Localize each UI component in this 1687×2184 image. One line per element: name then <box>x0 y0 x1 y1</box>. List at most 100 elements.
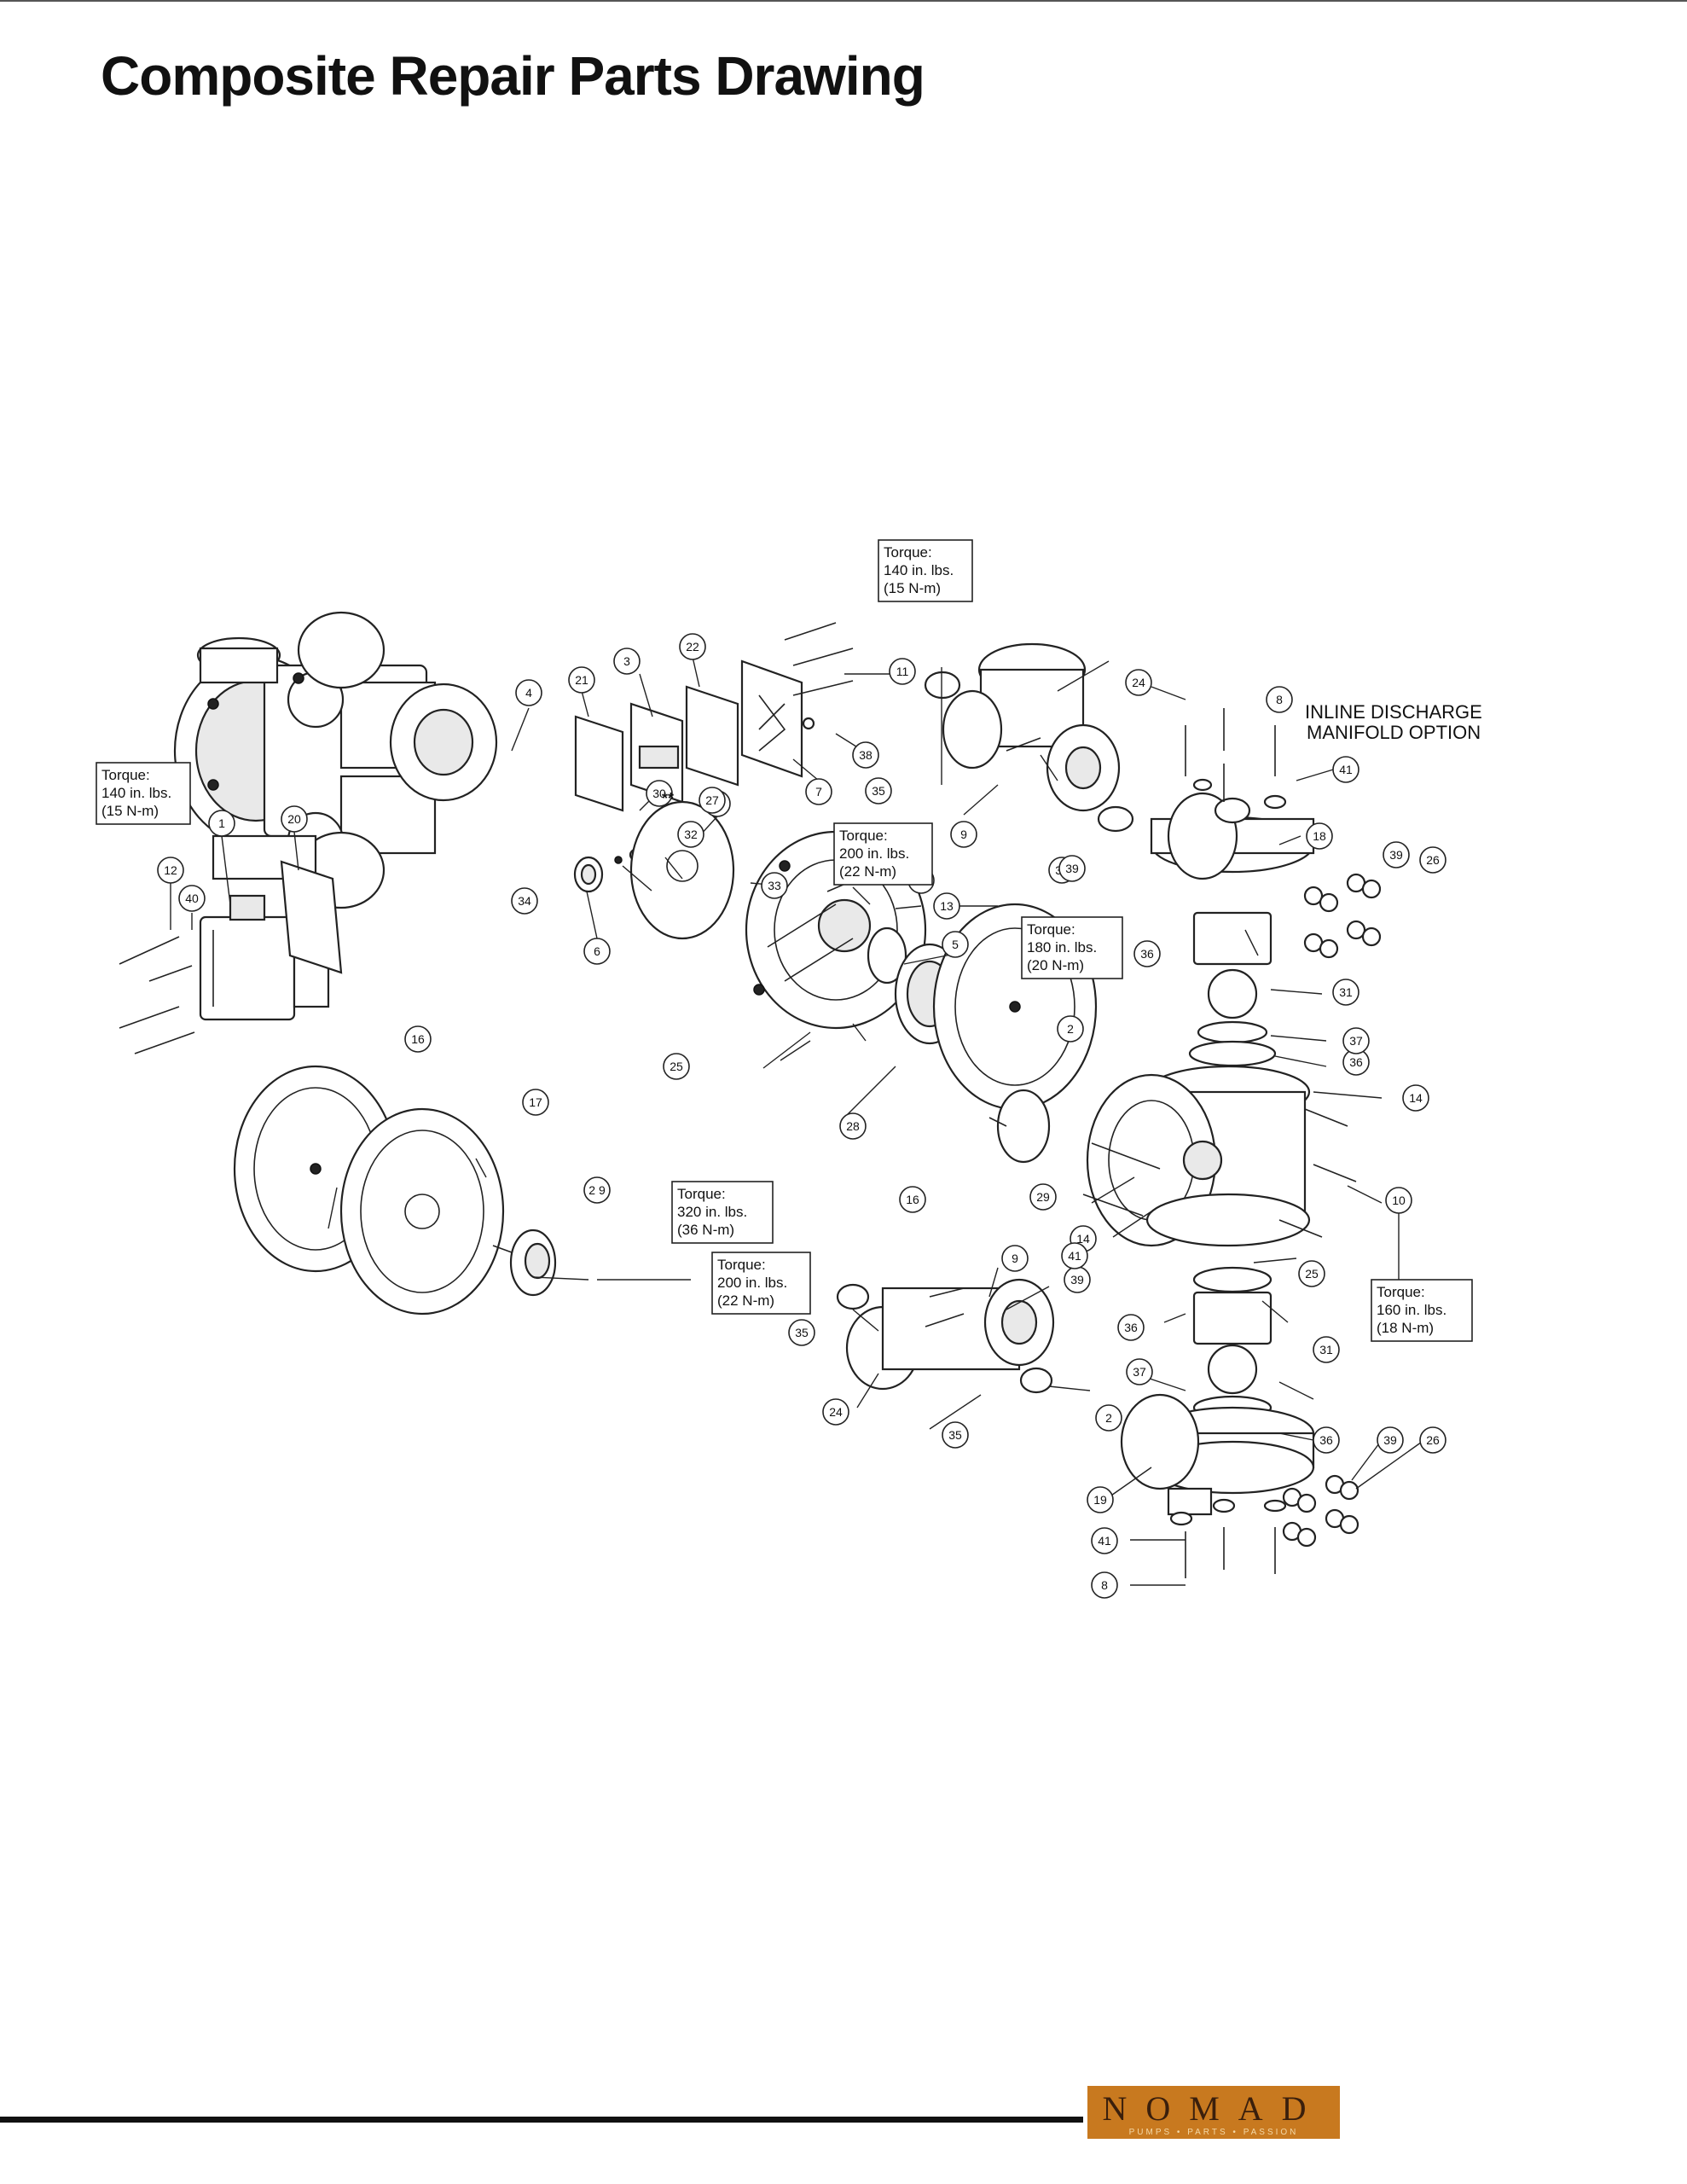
torque-line: Torque: <box>677 1186 726 1202</box>
callout-circle <box>1057 1015 1084 1043</box>
callout-circle <box>839 1112 867 1140</box>
callout-circle <box>515 679 542 706</box>
callout-circle <box>404 1025 432 1053</box>
torque-line: Torque: <box>717 1257 766 1273</box>
callout-c2a: 2 <box>1057 1015 1084 1043</box>
manifold-19 <box>1120 1393 1315 1578</box>
callout-c31b: 31 <box>1313 1336 1340 1363</box>
nut-cluster-lower <box>1263 1474 1359 1548</box>
callout-circle <box>1342 1027 1370 1054</box>
callout-number: 24 <box>1132 676 1145 689</box>
callout-number: 21 <box>575 673 588 687</box>
callout-circle <box>1332 979 1359 1006</box>
callout-number: 26 <box>1426 1433 1440 1447</box>
callout-number: 16 <box>906 1193 919 1206</box>
callout-number: 41 <box>1068 1249 1081 1263</box>
top-rule <box>0 0 1687 2</box>
callout-c26b: 26 <box>1419 1426 1446 1454</box>
callout-c10: 10 <box>1385 1187 1412 1214</box>
callout-c37b: 37 <box>1126 1358 1153 1385</box>
callout-c24b: 24 <box>822 1398 849 1426</box>
torque-note-t_320: Torque:320 in. lbs.(36 N-m) <box>671 1181 774 1244</box>
callout-number: 39 <box>1389 848 1403 862</box>
callout-number: 37 <box>1133 1365 1146 1379</box>
callout-number: 18 <box>1313 829 1326 843</box>
callout-circle <box>865 777 892 804</box>
callout-c32: 32 <box>677 821 704 848</box>
callout-circle <box>942 1421 969 1449</box>
torque-line: (15 N-m) <box>101 803 159 819</box>
callout-circle <box>889 658 916 685</box>
callout-c16b: 16 <box>899 1186 926 1213</box>
callout-c17: 17 <box>522 1089 549 1116</box>
callout-c39b: 39 <box>1064 1266 1091 1293</box>
callout-c26a: 26 <box>1419 846 1446 874</box>
callout-circle <box>583 938 611 965</box>
callout-circle <box>1117 1314 1145 1341</box>
callout-number: 22 <box>686 640 699 653</box>
callout-c35a: 35 <box>865 777 892 804</box>
callout-circle <box>178 885 206 912</box>
callout-bubbles: 1223456788991011121314141516161718192021… <box>157 633 1446 1599</box>
callout-c36a: 36 <box>1133 940 1161 967</box>
callout-number: 36 <box>1349 1055 1363 1069</box>
callout-circle <box>1402 1084 1429 1112</box>
callout-number: 2 <box>1105 1411 1112 1425</box>
callout-number: 10 <box>1392 1194 1406 1207</box>
callout-number: 4 <box>525 686 532 700</box>
callout-number: 9 <box>1012 1252 1018 1265</box>
callout-c39c: 39 <box>1383 841 1410 868</box>
callout-c11: 11 <box>889 658 916 685</box>
callout-c24a: 24 <box>1125 669 1152 696</box>
callout-circle <box>1029 1183 1057 1211</box>
callout-circle <box>679 633 706 660</box>
gasket-23 <box>629 800 735 940</box>
callout-c35c: 35 <box>788 1319 815 1346</box>
logo-tagline: PUMPS • PARTS • PASSION <box>1129 2128 1299 2137</box>
callout-circle <box>1095 1404 1122 1432</box>
torque-line: Torque: <box>839 828 888 844</box>
inline-note-line-2: MANIFOLD OPTION <box>1307 722 1481 743</box>
callout-number: 26 <box>1426 853 1440 867</box>
torque-box <box>671 1181 774 1244</box>
callout-circle <box>663 1053 690 1080</box>
callout-number: 6 <box>594 944 600 958</box>
exploded-parts-diagram: 1223456788991011121314141516161718192021… <box>85 529 1518 1621</box>
callout-c31a: 31 <box>1332 979 1359 1006</box>
callout-number: 7 <box>815 785 822 799</box>
callout-c35d: 35 <box>942 1421 969 1449</box>
logo-background <box>1087 2086 1340 2139</box>
callout-number: 36 <box>1140 947 1154 961</box>
callout-c1: 1 <box>208 810 235 837</box>
callout-circle <box>613 648 641 675</box>
callout-circle <box>1125 669 1152 696</box>
callout-c34: 34 <box>511 887 538 915</box>
callout-circle <box>677 821 704 848</box>
callout-circle <box>568 666 595 694</box>
gasket-20 <box>280 860 343 974</box>
callout-c27: 27 <box>699 787 726 814</box>
callout-number: 39 <box>1070 1273 1084 1287</box>
callout-number: 28 <box>846 1119 860 1133</box>
callout-number: 25 <box>670 1060 683 1073</box>
callout-c30: 30 <box>646 780 673 807</box>
callout-c38: 38 <box>852 741 879 769</box>
check-valve-lower <box>1192 1266 1272 1420</box>
callout-number: 1 <box>218 816 225 830</box>
callout-circle <box>1266 686 1293 713</box>
callout-c22: 22 <box>679 633 706 660</box>
callout-number: 27 <box>705 793 719 807</box>
callout-circle <box>646 780 673 807</box>
torque-line: 320 in. lbs. <box>677 1204 747 1220</box>
callout-number: 8 <box>1101 1578 1108 1592</box>
torque-note-t_left: Torque:140 in. lbs.(15 N-m) <box>96 762 191 825</box>
callout-number: 36 <box>1319 1433 1333 1447</box>
callout-circle <box>1058 855 1086 882</box>
callout-circle <box>1126 1358 1153 1385</box>
callout-circle <box>1313 1336 1340 1363</box>
callout-c7: 7 <box>805 778 832 805</box>
callout-number: 25 <box>1305 1267 1319 1281</box>
callout-circle <box>822 1398 849 1426</box>
bottom-rule <box>0 2117 1083 2123</box>
pump-body-assembly <box>173 611 498 909</box>
